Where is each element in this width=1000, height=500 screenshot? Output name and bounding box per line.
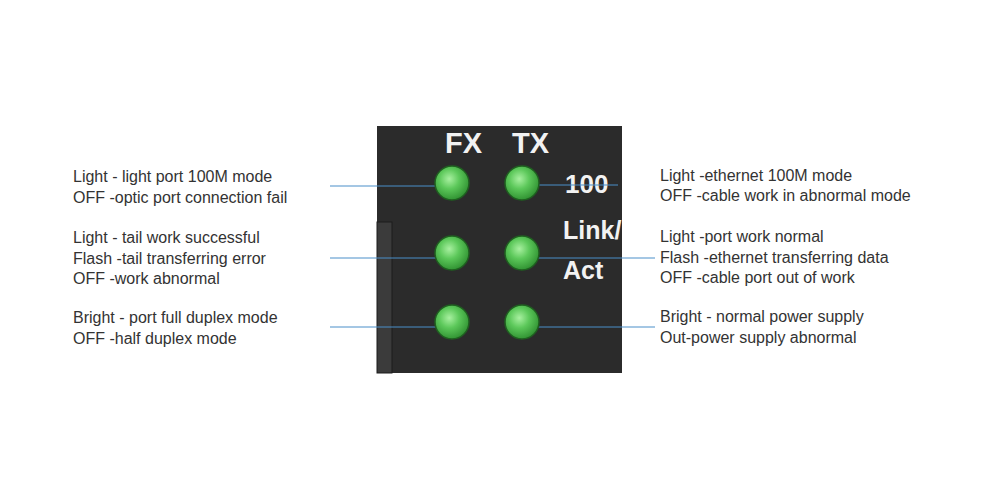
- status-description: Flash -tail transferring error: [73, 250, 266, 268]
- status-description: OFF -cable port out of work: [660, 269, 855, 287]
- status-description: Light - tail work successful: [73, 229, 260, 247]
- panel-label: TX: [512, 126, 572, 160]
- panel-label: Link/ Act: [563, 210, 625, 290]
- status-description: Bright - port full duplex mode: [73, 309, 278, 327]
- status-description: OFF -optic port connection fail: [73, 189, 287, 207]
- status-description: Bright - normal power supply: [660, 308, 864, 326]
- status-description: OFF -cable work in abnormal mode: [660, 187, 911, 205]
- device-panel: FXTX 100Link/ Act: [377, 126, 622, 373]
- status-description: Light -ethernet 100M mode: [660, 167, 852, 185]
- status-description: OFF -half duplex mode: [73, 330, 237, 348]
- status-description: Light - light port 100M mode: [73, 168, 272, 186]
- status-description: Out-power supply abnormal: [660, 329, 857, 347]
- status-description: Flash -ethernet transferring data: [660, 249, 889, 267]
- status-description: Light -port work normal: [660, 228, 824, 246]
- panel-label: FX: [445, 126, 505, 160]
- panel-label: 100: [565, 169, 625, 199]
- status-description: OFF -work abnormal: [73, 270, 220, 288]
